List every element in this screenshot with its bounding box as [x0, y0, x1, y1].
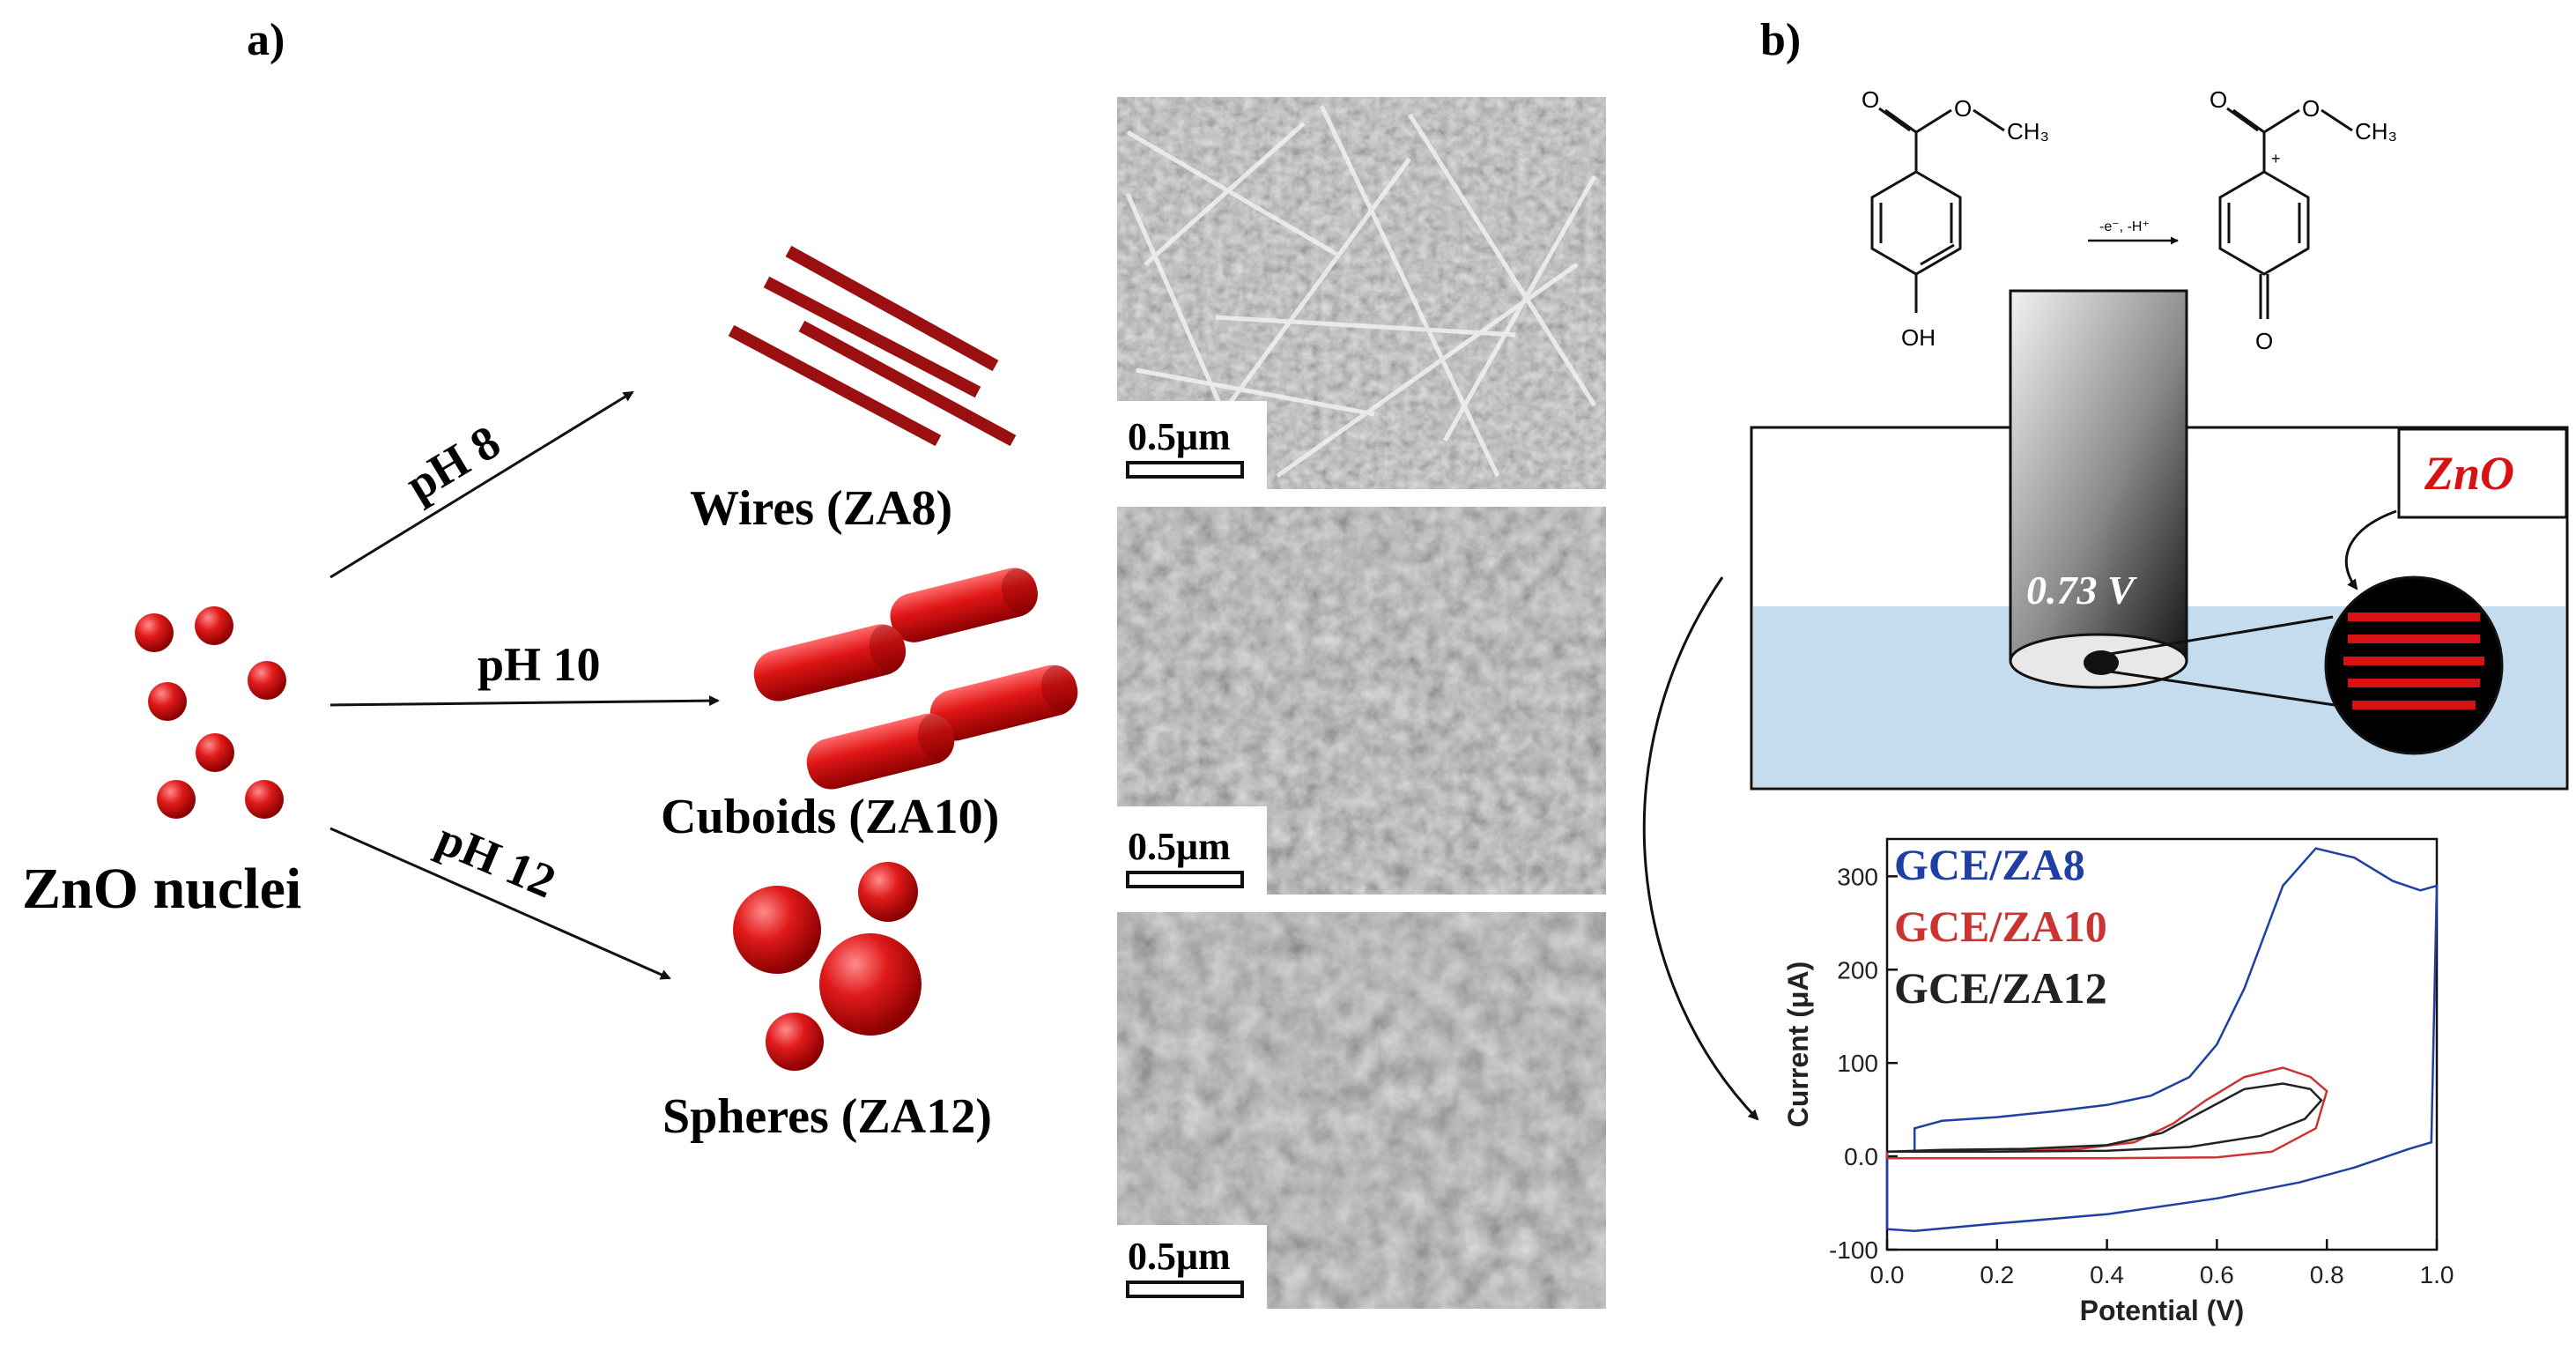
arrow-ph8: [329, 390, 634, 579]
zoom-line-top: [2109, 615, 2334, 656]
zno-nuclei: [135, 606, 286, 819]
arrow-ph8-label: pH 8: [396, 415, 508, 511]
scale-bar-label-1: 0.5μm: [1128, 415, 1231, 458]
arrow-ph10-label: pH 10: [477, 638, 601, 691]
zno-label: ZnO: [2424, 447, 2514, 500]
arrow-ph12-label: pH 12: [429, 812, 563, 909]
wires-illustration: [728, 245, 1017, 447]
panel-a-label: a): [247, 15, 285, 65]
spheres-illustration: [733, 862, 922, 1071]
panel-b-label: b): [1760, 15, 1801, 65]
scale-bar-label-2: 0.5μm: [1128, 825, 1231, 868]
cuboids-illustration: [753, 568, 1078, 790]
morphology-wires-label: Wires (ZA8): [690, 481, 952, 536]
x-tick-label: 0.4: [2090, 1261, 2124, 1288]
y-tick-label: 0.0: [1844, 1143, 1878, 1170]
sem-image-cuboids: [1117, 507, 1606, 895]
electrode-potential-label: 0.73 V: [2026, 568, 2137, 612]
product-methyl: CH₃: [2355, 118, 2397, 145]
zno-label-box: [2397, 427, 2568, 519]
zoom-line-bottom: [2109, 670, 2335, 707]
reaction-arrow-label: -e⁻, -H⁺: [2099, 219, 2150, 234]
y-axis-label: Current (μA): [1782, 961, 1814, 1127]
x-tick-label: 0.0: [1870, 1261, 1905, 1288]
sem-image-wires: [1117, 97, 1606, 489]
y-tick-label: -100: [1829, 1236, 1878, 1264]
scale-bar-label-3: 0.5μm: [1128, 1235, 1231, 1278]
sem-image-spheres: [1117, 912, 1606, 1309]
x-tick-label: 0.6: [2200, 1261, 2234, 1288]
x-tick-label: 0.8: [2310, 1261, 2344, 1288]
product-ester-o: O: [2302, 95, 2320, 122]
x-axis-label: Potential (V): [2080, 1295, 2245, 1326]
scale-bar-2: [1126, 871, 1244, 888]
scale-bar-1: [1126, 461, 1244, 479]
nuclei-label: ZnO nuclei: [22, 857, 301, 921]
product-quinone-o: O: [2255, 328, 2273, 354]
y-tick-label: 300: [1837, 863, 1878, 890]
morphology-spheres-label: Spheres (ZA12): [663, 1089, 992, 1144]
legend-entry: GCE/ZA12: [1894, 963, 2107, 1013]
reactant-methyl: CH₃: [2007, 118, 2049, 145]
product-cation-charge: +: [2271, 150, 2281, 167]
morphology-cuboids-label: Cuboids (ZA10): [661, 790, 999, 844]
cv-series-gce-za12: [1886, 1082, 2323, 1154]
product-structure: [2218, 107, 2353, 319]
working-electrode: [2009, 289, 2188, 689]
reactant-structure: [1870, 107, 2005, 313]
legend-entry: GCE/ZA8: [1894, 840, 2085, 889]
cv-plot-frame: [1885, 837, 2439, 1251]
x-tick-label: 0.2: [1980, 1261, 2014, 1288]
y-tick-label: 100: [1837, 1050, 1878, 1077]
x-tick-label: 1.0: [2420, 1261, 2454, 1288]
y-tick-label: 200: [1837, 956, 1878, 984]
scale-bar-3: [1126, 1281, 1244, 1298]
product-carbonyl-o: O: [2210, 86, 2227, 113]
cv-series-gce-za8: [1885, 847, 2439, 1233]
arrow-ph12: [329, 827, 671, 980]
reactant-hydroxyl: OH: [1901, 324, 1936, 351]
reactant-carbonyl-o: O: [1862, 86, 1879, 113]
reactant-ester-o: O: [1954, 95, 1972, 122]
cv-link-arrow: [1642, 576, 1759, 1121]
legend-entry: GCE/ZA10: [1894, 902, 2107, 951]
zno-pointer-arrow: [2344, 509, 2397, 590]
zno-zoom-inset: [2324, 575, 2504, 755]
arrow-ph10: [329, 695, 720, 707]
